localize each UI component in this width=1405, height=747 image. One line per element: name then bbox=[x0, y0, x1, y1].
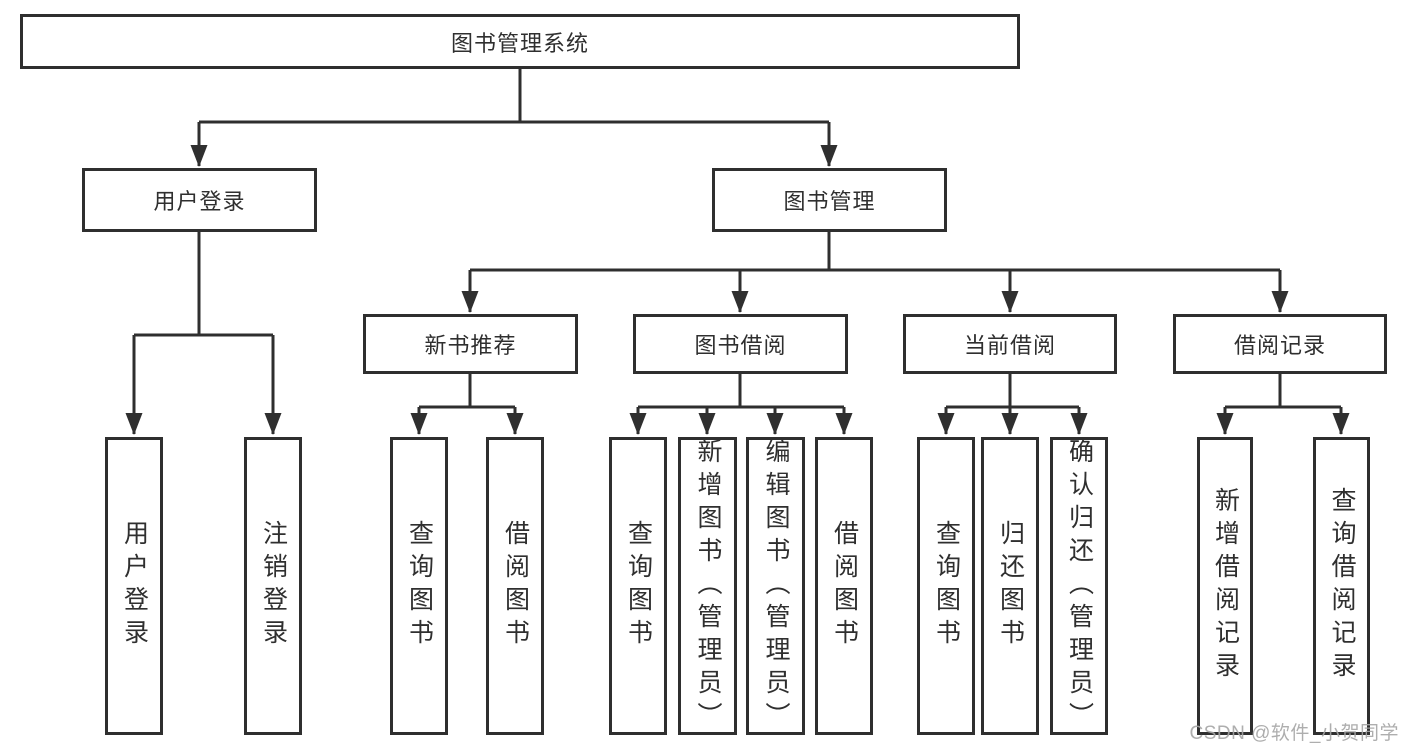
leaf-label: 查询图书 bbox=[624, 520, 653, 652]
leaf-label: 用户登录 bbox=[120, 520, 149, 652]
leaf-borrow-borrow-book: 借阅图书 bbox=[815, 437, 873, 735]
leaf-records-add-record: 新增借阅记录 bbox=[1197, 437, 1253, 735]
leaf-borrow-add-book-admin: 新增图书（管理员） bbox=[678, 437, 737, 735]
leaf-borrow-query-book: 查询图书 bbox=[609, 437, 667, 735]
node-new-book-recommend: 新书推荐 bbox=[363, 314, 578, 374]
leaf-recommend-borrow-book: 借阅图书 bbox=[486, 437, 544, 735]
leaf-label: 借阅图书 bbox=[830, 520, 859, 652]
node-user-login: 用户登录 bbox=[82, 168, 317, 232]
leaf-recommend-query-book: 查询图书 bbox=[390, 437, 448, 735]
leaf-current-confirm-return-admin: 确认归还（管理员） bbox=[1050, 437, 1108, 735]
leaf-user-login: 用户登录 bbox=[105, 437, 163, 735]
leaf-label: 新增图书（管理员） bbox=[694, 437, 722, 735]
node-borrow-records: 借阅记录 bbox=[1173, 314, 1387, 374]
leaf-label: 新增借阅记录 bbox=[1211, 487, 1240, 685]
leaf-label: 编辑图书（管理员） bbox=[762, 437, 790, 735]
node-book-borrow: 图书借阅 bbox=[633, 314, 848, 374]
leaf-borrow-edit-book-admin: 编辑图书（管理员） bbox=[746, 437, 805, 735]
leaf-label: 查询图书 bbox=[932, 520, 961, 652]
leaf-label: 注销登录 bbox=[259, 520, 288, 652]
leaf-label: 借阅图书 bbox=[501, 520, 530, 652]
leaf-label: 查询图书 bbox=[405, 520, 434, 652]
watermark: CSDN @软件_小贺同学 bbox=[1189, 723, 1399, 744]
node-current-borrow: 当前借阅 bbox=[903, 314, 1117, 374]
leaf-label: 确认归还（管理员） bbox=[1065, 437, 1094, 735]
node-book-management: 图书管理 bbox=[712, 168, 947, 232]
node-library-management-system: 图书管理系统 bbox=[20, 14, 1020, 69]
leaf-records-query-record: 查询借阅记录 bbox=[1313, 437, 1370, 735]
leaf-logout-login: 注销登录 bbox=[244, 437, 302, 735]
leaf-current-query-book: 查询图书 bbox=[917, 437, 975, 735]
leaf-label: 查询借阅记录 bbox=[1328, 487, 1356, 685]
leaf-label: 归还图书 bbox=[996, 520, 1025, 652]
leaf-current-return-book: 归还图书 bbox=[981, 437, 1039, 735]
